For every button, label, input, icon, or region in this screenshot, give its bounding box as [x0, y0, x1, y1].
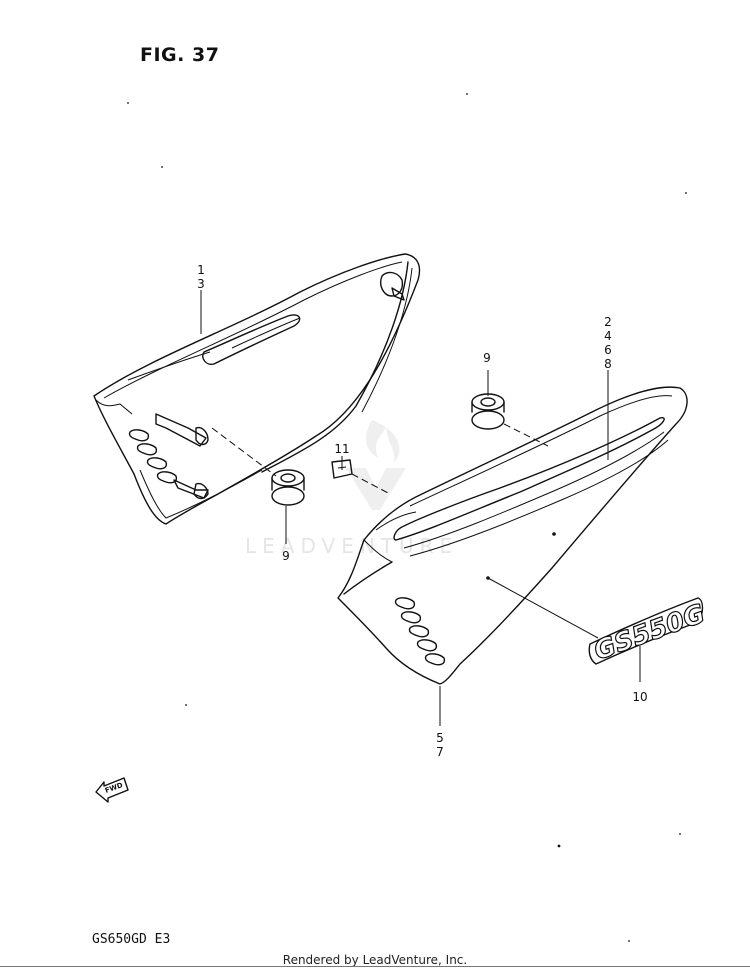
emblem: GS550G — [588, 597, 710, 667]
footer-divider — [0, 966, 750, 967]
callout-3: 3 — [197, 277, 205, 291]
fwd-arrow-icon: FWD — [95, 777, 129, 803]
callout-9-lower: 9 — [282, 549, 290, 563]
emblem-text: GS550G — [590, 599, 709, 667]
watermark-text: LEADVENTURE — [245, 534, 458, 558]
callout-6: 6 — [604, 343, 612, 357]
scan-specks — [127, 93, 687, 942]
grommet-upper — [471, 393, 505, 430]
callout-4: 4 — [604, 329, 612, 343]
left-side-cover — [93, 253, 421, 525]
footer-credit: Rendered by LeadVenture, Inc. — [282, 953, 468, 967]
callout-1: 1 — [197, 263, 205, 277]
callout-9-upper: 9 — [483, 351, 491, 365]
callout-2: 2 — [604, 315, 612, 329]
model-code: GS650GD E3 — [92, 932, 171, 947]
callout-labels: 1 3 2 4 6 8 9 11 9 5 7 10 — [197, 263, 647, 759]
figure-title: FIG. 37 — [140, 44, 220, 66]
callout-10: 10 — [632, 690, 647, 704]
leader-lines — [200, 290, 641, 726]
grommet-lower — [271, 469, 305, 506]
callout-5: 5 — [436, 731, 444, 745]
callout-8: 8 — [604, 357, 612, 371]
callout-11: 11 — [334, 442, 349, 456]
callout-7: 7 — [436, 745, 444, 759]
right-side-cover — [337, 386, 688, 685]
